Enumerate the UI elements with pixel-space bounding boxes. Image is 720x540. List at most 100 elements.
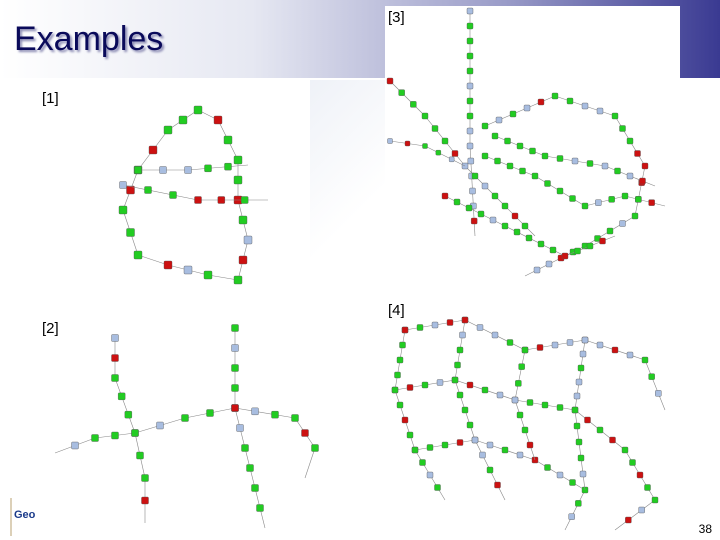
graph-node bbox=[636, 471, 644, 479]
graph-node bbox=[648, 199, 655, 206]
graph-node bbox=[509, 110, 517, 118]
graph-node bbox=[639, 177, 646, 185]
graph-node bbox=[586, 160, 594, 167]
graph-node bbox=[481, 386, 489, 394]
graph-node bbox=[396, 401, 404, 409]
graph-node bbox=[629, 459, 636, 466]
graph-node bbox=[574, 247, 581, 255]
graph-node bbox=[479, 451, 486, 459]
graph-node bbox=[545, 260, 553, 268]
graph-node bbox=[504, 137, 511, 145]
graph-node bbox=[491, 331, 499, 339]
graph-node bbox=[551, 92, 559, 100]
graph-node bbox=[491, 192, 499, 200]
graph-node bbox=[178, 115, 188, 125]
graph-node bbox=[231, 324, 239, 332]
graph-node bbox=[573, 392, 581, 400]
graph-node bbox=[568, 513, 575, 520]
graph-node bbox=[626, 172, 634, 180]
graph-node bbox=[454, 361, 461, 369]
graph-node bbox=[124, 410, 133, 419]
graph-node bbox=[481, 122, 489, 130]
graph-node bbox=[595, 199, 602, 206]
graph-node bbox=[581, 102, 589, 110]
graph-node bbox=[571, 157, 579, 165]
graph-node bbox=[608, 196, 615, 203]
graph-node bbox=[634, 150, 641, 157]
graph-node bbox=[495, 116, 503, 124]
graph-node bbox=[131, 429, 139, 437]
graph-node bbox=[193, 105, 203, 115]
graph-node bbox=[635, 196, 642, 203]
graph-node bbox=[441, 192, 449, 200]
graph-node bbox=[71, 441, 79, 450]
graph-node bbox=[515, 380, 522, 387]
graph-node bbox=[566, 97, 574, 105]
graph-node bbox=[471, 436, 479, 444]
graph-node bbox=[394, 371, 401, 379]
graph-node bbox=[561, 252, 569, 260]
graph-node bbox=[251, 484, 259, 492]
diagram-4 bbox=[385, 300, 680, 536]
graph-node bbox=[469, 187, 476, 195]
graph-node bbox=[494, 481, 501, 489]
graph-node bbox=[466, 22, 474, 30]
graph-node bbox=[111, 354, 119, 362]
graph-node bbox=[491, 132, 499, 140]
graph-node bbox=[466, 97, 474, 105]
graph-node bbox=[476, 324, 484, 331]
graph-node bbox=[136, 451, 144, 460]
graph-node bbox=[569, 479, 576, 486]
graph-node bbox=[596, 341, 604, 349]
graph-node bbox=[486, 441, 494, 449]
graph-node bbox=[206, 409, 214, 417]
graph-node bbox=[466, 37, 474, 45]
graph-node bbox=[655, 390, 662, 397]
graph-node bbox=[581, 202, 589, 210]
graph-node bbox=[626, 137, 634, 145]
graph-node bbox=[470, 217, 478, 225]
graph-node bbox=[626, 351, 634, 359]
graph-node bbox=[466, 82, 474, 90]
graph-node bbox=[575, 378, 583, 386]
graph-node bbox=[441, 441, 449, 449]
graph-node bbox=[471, 172, 479, 180]
graph-node bbox=[599, 237, 606, 245]
graph-node bbox=[311, 444, 319, 452]
graph-node bbox=[203, 270, 213, 280]
panel-label-4: [4] bbox=[388, 302, 405, 319]
graph-node bbox=[169, 191, 177, 199]
graph-node bbox=[163, 260, 173, 270]
graph-node bbox=[456, 391, 464, 399]
graph-node bbox=[577, 454, 585, 462]
graph-node bbox=[541, 401, 549, 409]
graph-node bbox=[231, 384, 239, 392]
graph-node bbox=[573, 422, 581, 430]
graph-node bbox=[163, 125, 173, 135]
graph-node bbox=[233, 275, 243, 285]
graph-node bbox=[119, 181, 127, 189]
graph-node bbox=[126, 185, 135, 195]
graph-node bbox=[481, 152, 489, 160]
graph-node bbox=[465, 204, 473, 212]
graph-node bbox=[489, 216, 497, 224]
graph-node bbox=[238, 255, 248, 265]
graph-node bbox=[486, 466, 494, 474]
graph-node bbox=[224, 162, 232, 171]
graph-node bbox=[621, 446, 629, 454]
graph-node bbox=[556, 155, 564, 162]
graph-node bbox=[556, 404, 564, 411]
graph-node bbox=[596, 107, 604, 115]
svg-text:Geo: Geo bbox=[14, 509, 36, 521]
graph-node bbox=[466, 127, 474, 135]
graph-node bbox=[579, 350, 587, 358]
graph-node bbox=[521, 346, 529, 354]
graph-node bbox=[181, 414, 189, 422]
graph-node bbox=[410, 101, 417, 108]
graph-node bbox=[148, 145, 158, 155]
graph-node bbox=[391, 386, 399, 394]
graph-node bbox=[631, 212, 639, 220]
graph-node bbox=[431, 321, 439, 329]
graph-node bbox=[240, 196, 249, 204]
graph-node bbox=[466, 112, 474, 120]
